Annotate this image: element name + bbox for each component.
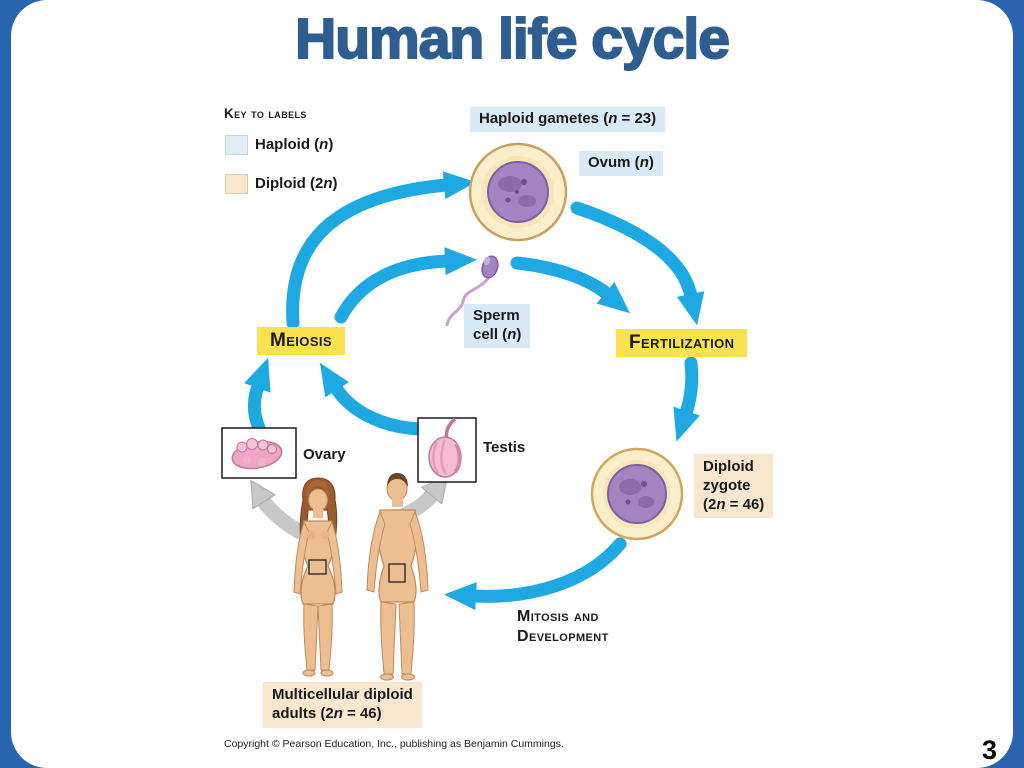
diploid-zygote-label: Diploid zygote (2n = 46): [694, 454, 774, 519]
key-title: Key to labels: [224, 106, 307, 121]
ovum-illustration: [468, 142, 568, 242]
arrow-meiosis-to-ovum: [286, 171, 476, 330]
testis-illustration: [417, 417, 477, 483]
arrow-testis-to-meiosis: [319, 362, 426, 436]
arrow-ovary-to-meiosis: [244, 357, 271, 435]
slide-title: Human life cycle: [294, 6, 731, 72]
page-number: 3: [981, 735, 997, 765]
mitosis-development-label: Mitosis and Development: [517, 608, 609, 645]
ovary-label: Ovary: [303, 446, 346, 463]
key-haploid-label: Haploid (n): [255, 136, 334, 153]
haploid-gametes-label: Haploid gametes (n = 23): [470, 107, 666, 132]
sperm-illustration: [445, 255, 499, 327]
sperm-cell-label: Sperm cell (n): [464, 304, 531, 348]
testis-location-box: [388, 563, 406, 583]
arrow-ovum-to-fertilization: [570, 201, 705, 326]
diploid-color-swatch: [225, 174, 248, 194]
key-diploid-label: Diploid (2n): [255, 175, 338, 192]
arrow-sperm-to-fertilization: [510, 256, 631, 314]
arrow-meiosis-to-sperm: [334, 247, 477, 324]
fertilization-label: Fertilization: [616, 329, 748, 357]
arrow-fertilization-to-zygote: [673, 356, 700, 442]
haploid-color-swatch: [225, 135, 248, 155]
cycle-arrows: [244, 171, 705, 611]
testis-label: Testis: [483, 439, 526, 456]
ovary-location-box: [308, 559, 327, 575]
slide-paper: Human life cycle: [11, 0, 1013, 768]
meiosis-label: Meiosis: [257, 327, 345, 355]
adults-label: Multicellular diploid adults (2n = 46): [263, 682, 422, 728]
woman-figure: [293, 477, 343, 677]
copyright-text: Copyright © Pearson Education, Inc., pub…: [224, 738, 564, 750]
zygote-illustration: [590, 447, 684, 541]
ovary-illustration: [221, 427, 297, 479]
arrow-woman-to-ovary: [250, 479, 312, 542]
ovum-label: Ovum (n): [579, 151, 663, 176]
life-cycle-diagram: [221, 142, 705, 681]
man-figure: [366, 473, 429, 681]
arrow-zygote-to-adults: [444, 537, 627, 611]
